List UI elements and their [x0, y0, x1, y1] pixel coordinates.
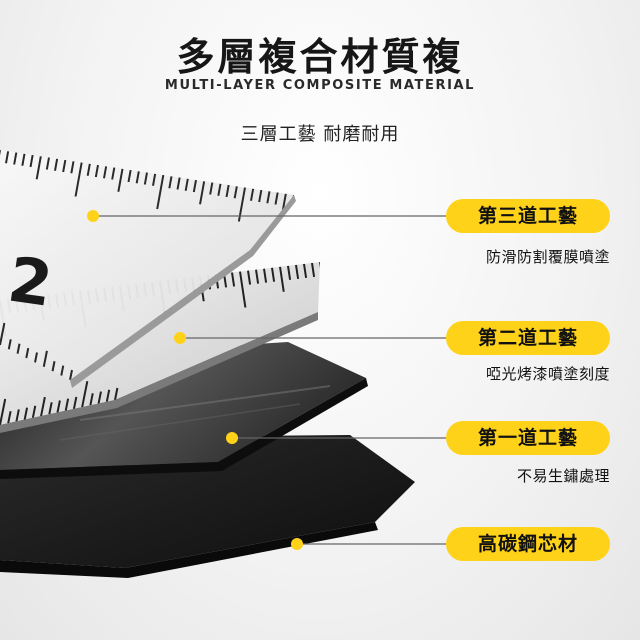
scale-tick [45, 157, 50, 170]
scale-tick [117, 168, 124, 192]
scale-tick [51, 361, 56, 372]
ruler-digit: 2 [4, 243, 57, 321]
scale-tick [35, 156, 42, 180]
scale-tick [62, 159, 67, 173]
scale-tick [319, 262, 320, 299]
scale-tick [74, 162, 83, 197]
scale-tick [192, 179, 197, 193]
layer-label-film: 第三道工藝 [446, 199, 610, 233]
scale-tick [274, 192, 279, 205]
scale-tick [168, 176, 173, 189]
scale-tick [23, 407, 29, 420]
marker-dot-core [291, 538, 303, 550]
scale-tick [54, 158, 59, 171]
scale-tick [105, 389, 111, 402]
scale-tick [31, 405, 37, 419]
scale-tick [199, 181, 206, 205]
scale-tick [40, 396, 46, 417]
scale-tick [86, 163, 91, 176]
marker-dots [87, 210, 303, 550]
scale-tick [233, 186, 238, 199]
layer-desc-paint: 啞光烤漆噴塗刻度 [485, 365, 610, 383]
scale-tick [135, 171, 140, 184]
scale-tick [7, 339, 12, 350]
scale-tick [56, 400, 61, 413]
layer-label-primer: 第一道工藝 [446, 421, 610, 455]
scale-tick [217, 183, 222, 196]
marker-dot-film [87, 210, 99, 222]
scale-tick [111, 167, 116, 180]
scale-tick [152, 173, 157, 186]
scale-tick [263, 268, 268, 283]
page-title: 多層複合材質複 [176, 35, 464, 79]
scale-tick [16, 343, 21, 354]
scale-tick [103, 166, 108, 179]
scale-tick [13, 152, 18, 165]
scale-tick [64, 398, 70, 411]
marker-dot-paint [174, 332, 186, 344]
scale-tick [209, 182, 214, 195]
scale-tick [34, 352, 38, 363]
scale-tick [303, 263, 308, 279]
scale-tick [143, 172, 148, 185]
tagline: 三層工藝 耐磨耐用 [240, 124, 400, 145]
scale-tick [97, 391, 102, 404]
scale-tick [29, 154, 34, 168]
page-subtitle: MULTI-LAYER COMPOSITE MATERIAL [164, 78, 476, 93]
scale-tick [266, 191, 271, 204]
scale-tick [89, 393, 94, 406]
scale-tick [70, 161, 75, 174]
scale-tick [69, 369, 73, 380]
scale-tick [279, 266, 285, 292]
scale-tick [25, 347, 30, 359]
scale-tick [7, 411, 12, 424]
scale-tick [239, 271, 247, 308]
scale-tick [258, 189, 263, 203]
scale-tick [94, 164, 99, 178]
scale-tick [127, 169, 132, 183]
scale-tick [184, 178, 189, 191]
scale-tick [5, 151, 10, 164]
scale-tick [247, 270, 252, 285]
scale-tick [60, 365, 65, 376]
scale-tick [42, 350, 48, 368]
layer-label-paint: 第二道工藝 [446, 321, 610, 355]
layer-desc-primer: 不易生鏽處理 [516, 467, 610, 485]
marker-dot-primer [226, 432, 238, 444]
scale-tick [176, 177, 181, 190]
scale-tick [295, 264, 300, 279]
scale-tick [114, 387, 119, 401]
scale-tick [250, 188, 255, 201]
scale-tick [15, 409, 20, 422]
scale-tick [231, 272, 236, 287]
scale-tick [21, 153, 26, 166]
scale-tick [156, 174, 165, 210]
scale-tick [0, 322, 6, 346]
scale-tick [255, 269, 260, 284]
scale-tick [271, 267, 276, 282]
leader-lines [93, 215, 446, 545]
layer-label-core: 高碳鋼芯材 [446, 527, 610, 561]
scale-tick [81, 380, 89, 408]
scale-tick [225, 184, 230, 198]
scale-tick [0, 398, 7, 425]
scale-tick [48, 402, 53, 415]
scale-tick [72, 396, 78, 410]
film-layer: 2 [0, 150, 296, 388]
scale-tick [311, 262, 316, 278]
scale-tick [287, 265, 292, 280]
layer-desc-film: 防滑防割覆膜噴塗 [485, 248, 610, 266]
